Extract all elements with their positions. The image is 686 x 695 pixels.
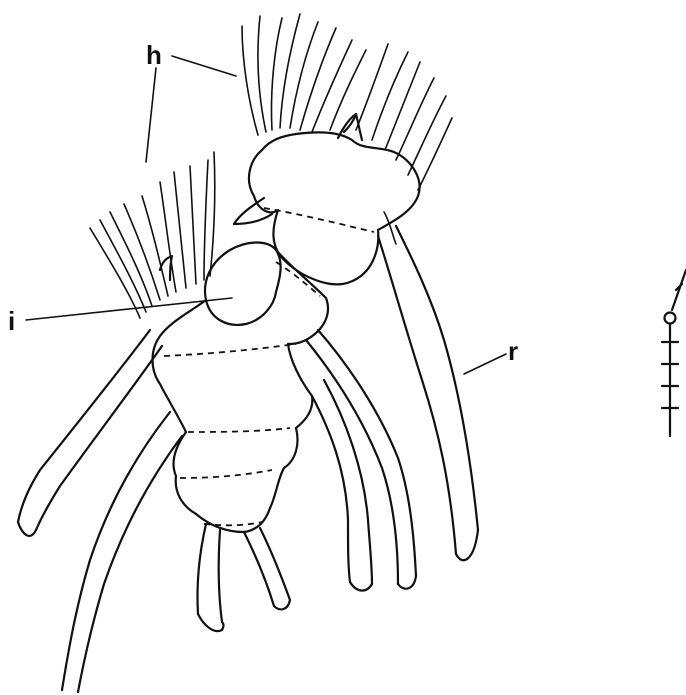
appendage-bottom-left [197, 524, 223, 631]
leader-r [464, 354, 506, 374]
appendage-left-long [18, 330, 162, 536]
upper-hair-fan [242, 14, 452, 190]
leader-h-lower [146, 68, 156, 162]
thorax-segments [153, 250, 328, 532]
leader-i [26, 298, 232, 320]
leader-h-upper [172, 56, 236, 76]
lower-head-segment [160, 243, 281, 325]
upper-head-segment [234, 114, 420, 284]
scale-marker [662, 270, 686, 436]
appendage-middle-right [312, 380, 372, 591]
appendage-bottom-right [244, 528, 290, 609]
appendage-middle-far-right [306, 330, 416, 589]
appendage-left-lower [62, 412, 182, 692]
label-h: h [146, 40, 162, 70]
label-r: r [508, 336, 518, 366]
label-i: i [8, 306, 15, 336]
leader-lines [26, 56, 506, 374]
lower-hair-fan [90, 152, 215, 318]
